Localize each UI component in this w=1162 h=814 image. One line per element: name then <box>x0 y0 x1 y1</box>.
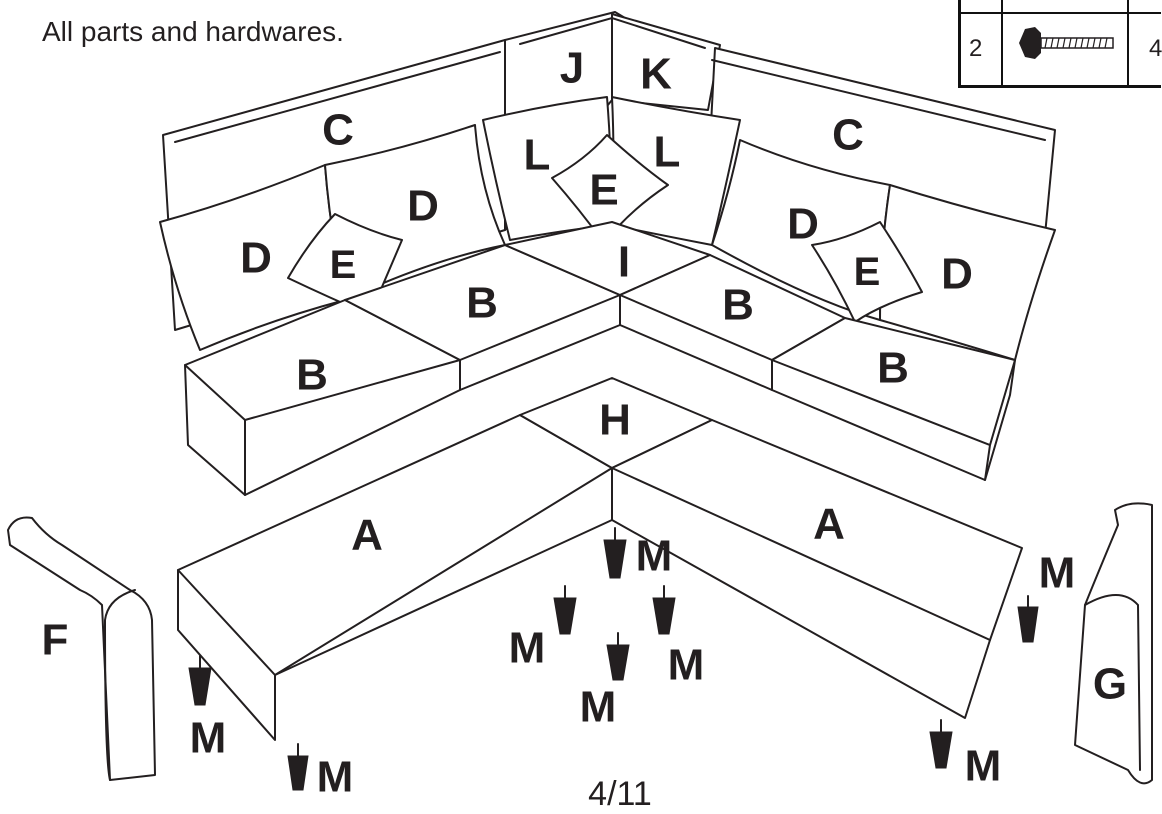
label-m: M <box>190 714 227 763</box>
label-c: C <box>832 111 864 160</box>
base-frame <box>177 377 1023 741</box>
label-c: C <box>322 106 354 155</box>
label-m: M <box>668 641 705 690</box>
page-heading: All parts and hardwares. <box>42 16 344 47</box>
label-d: D <box>240 234 272 283</box>
leg-m <box>606 644 630 681</box>
armrests <box>7 502 1153 785</box>
label-e: E <box>330 243 357 287</box>
leg-m <box>553 597 577 635</box>
leg-m <box>603 539 627 579</box>
label-l: L <box>524 131 551 180</box>
label-m: M <box>509 624 546 673</box>
legs <box>188 527 1039 791</box>
leg-m <box>1017 606 1039 643</box>
table-row-number: 2 <box>969 35 983 62</box>
part-labels: C C J K L L E D D D D E E I B B B B H A … <box>42 44 1128 802</box>
table-row-rule <box>961 12 1161 14</box>
armrest-f <box>7 516 156 781</box>
back-panel-k <box>611 13 721 111</box>
sofa-parts-diagram: C C J K L L E D D D D E E I B B B B H A … <box>7 11 1153 802</box>
armrest-g <box>1074 502 1153 785</box>
leg-m <box>652 597 676 635</box>
label-h: H <box>599 396 631 445</box>
label-e: E <box>589 166 618 215</box>
label-i: I <box>618 238 630 287</box>
label-f: F <box>42 616 69 665</box>
label-l: L <box>654 128 681 177</box>
label-d: D <box>407 182 439 231</box>
pillow-e <box>551 134 669 244</box>
label-j: J <box>560 44 584 93</box>
leg-m <box>929 731 953 769</box>
leg-m <box>287 755 309 791</box>
label-m: M <box>580 683 617 732</box>
pillow-e <box>811 221 923 323</box>
label-b: B <box>466 279 498 328</box>
label-k: K <box>640 50 672 99</box>
label-b: B <box>877 344 909 393</box>
label-d: D <box>787 200 819 249</box>
page-number: 4/11 <box>588 775 652 813</box>
bolt-icon <box>1019 27 1114 59</box>
label-a: A <box>813 500 845 549</box>
table-column-rule <box>1001 0 1003 85</box>
label-m: M <box>1039 549 1076 598</box>
label-b: B <box>296 351 328 400</box>
label-a: A <box>351 511 383 560</box>
table-quantity: 4 <box>1149 35 1162 62</box>
table-column-rule <box>1127 0 1129 85</box>
label-e: E <box>854 250 881 294</box>
leg-m <box>188 667 212 706</box>
label-d: D <box>941 250 973 299</box>
label-m: M <box>636 532 673 581</box>
hardware-table: 2 4 <box>958 0 1162 88</box>
label-m: M <box>965 742 1002 791</box>
seat-cushions <box>184 221 1016 496</box>
seat-cushion-b <box>771 317 1016 481</box>
label-b: B <box>722 281 754 330</box>
label-g: G <box>1093 660 1127 709</box>
label-m: M <box>317 753 354 802</box>
